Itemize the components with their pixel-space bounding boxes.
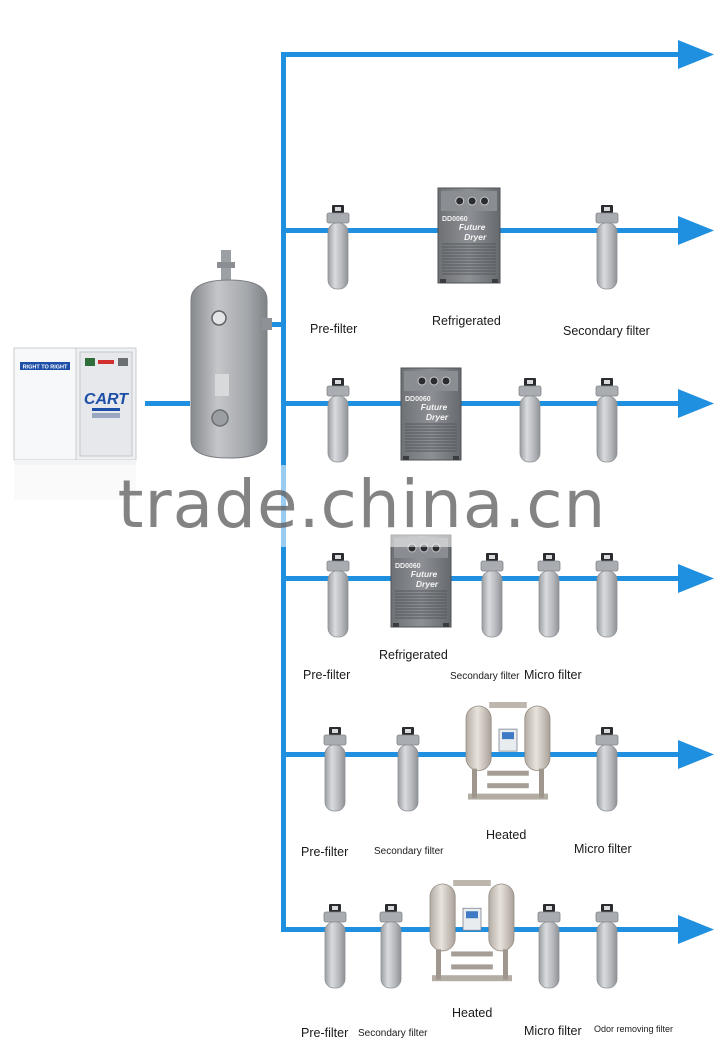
row6-heated-label: Heated (452, 1006, 493, 1020)
branch-arrow-3 (678, 389, 714, 418)
row6-odor-filter (595, 904, 619, 989)
row3-secondary-filter (518, 378, 542, 463)
branch-arrow-4 (678, 564, 714, 593)
watermark: trade.china.cn (117, 466, 607, 543)
row5-micro-filter (595, 727, 619, 812)
row4-refrigerated-label: Refrigerated (379, 648, 448, 662)
row5-heated-dryer (465, 702, 551, 800)
row6-micro-filter (537, 904, 561, 989)
branch-pipe-1 (281, 52, 686, 57)
row5-secondary-label: Secondary filter (374, 846, 444, 857)
row4-micro-filter (537, 553, 561, 638)
row2-prefilter (326, 205, 350, 290)
svg-text:DD0060: DD0060 (442, 216, 468, 223)
row2-secondary-filter (595, 205, 619, 290)
branch-pipe-6 (281, 927, 686, 932)
svg-text:Future: Future (421, 402, 448, 412)
branch-arrow-1 (678, 40, 714, 69)
row5-secondary-filter (396, 727, 420, 812)
svg-text:DD0060: DD0060 (405, 396, 431, 403)
row6-micro-label: Micro filter (524, 1024, 582, 1038)
row4-micro-label: Micro filter (524, 668, 582, 682)
svg-text:Dryer: Dryer (464, 232, 487, 242)
feed-pipe (145, 401, 190, 406)
compressor-brand-logo: CART (84, 391, 129, 408)
row5-heated-label: Heated (486, 828, 527, 842)
row2-refrigerated-label: Refrigerated (432, 314, 501, 328)
row3-prefilter (326, 378, 350, 463)
air-receiver-tank (190, 250, 272, 459)
row2-prefilter-label: Pre-filter (310, 322, 358, 336)
row5-prefilter (323, 727, 347, 812)
row6-secondary-filter (379, 904, 403, 989)
row2-secondary-label: Secondary filter (563, 324, 650, 338)
svg-text:DD0060: DD0060 (395, 563, 421, 570)
row3-micro-filter (595, 378, 619, 463)
row4-odor-filter (595, 553, 619, 638)
row6-odor-label: Odor removing filter (594, 1024, 674, 1034)
row5-prefilter-label: Pre-filter (301, 845, 349, 859)
branch-arrow-5 (678, 740, 714, 769)
compressor-slogan: RIGHT TO RIGHT (23, 365, 68, 371)
equipment-layer: DD0060FutureDryerDD0060FutureDryerDD0060… (323, 187, 619, 989)
row6-heated-dryer (429, 880, 515, 982)
row4-secondary-filter (480, 553, 504, 638)
svg-text:Dryer: Dryer (416, 579, 439, 589)
row4-secondary-label: Secondary filter (450, 671, 520, 682)
branch-arrow-2 (678, 216, 714, 245)
watermark-band (0, 465, 724, 547)
row6-prefilter (323, 904, 347, 989)
row6-prefilter-label: Pre-filter (301, 1026, 349, 1040)
row4-prefilter-label: Pre-filter (303, 668, 351, 682)
branch-arrow-6 (678, 915, 714, 944)
svg-text:Future: Future (411, 569, 438, 579)
svg-text:Dryer: Dryer (426, 412, 449, 422)
row5-micro-label: Micro filter (574, 842, 632, 856)
tank-outlet-pipe (262, 322, 284, 327)
row6-secondary-label: Secondary filter (358, 1028, 428, 1039)
branch-pipe-3 (281, 401, 686, 406)
row4-prefilter (326, 553, 350, 638)
svg-text:Future: Future (459, 222, 486, 232)
